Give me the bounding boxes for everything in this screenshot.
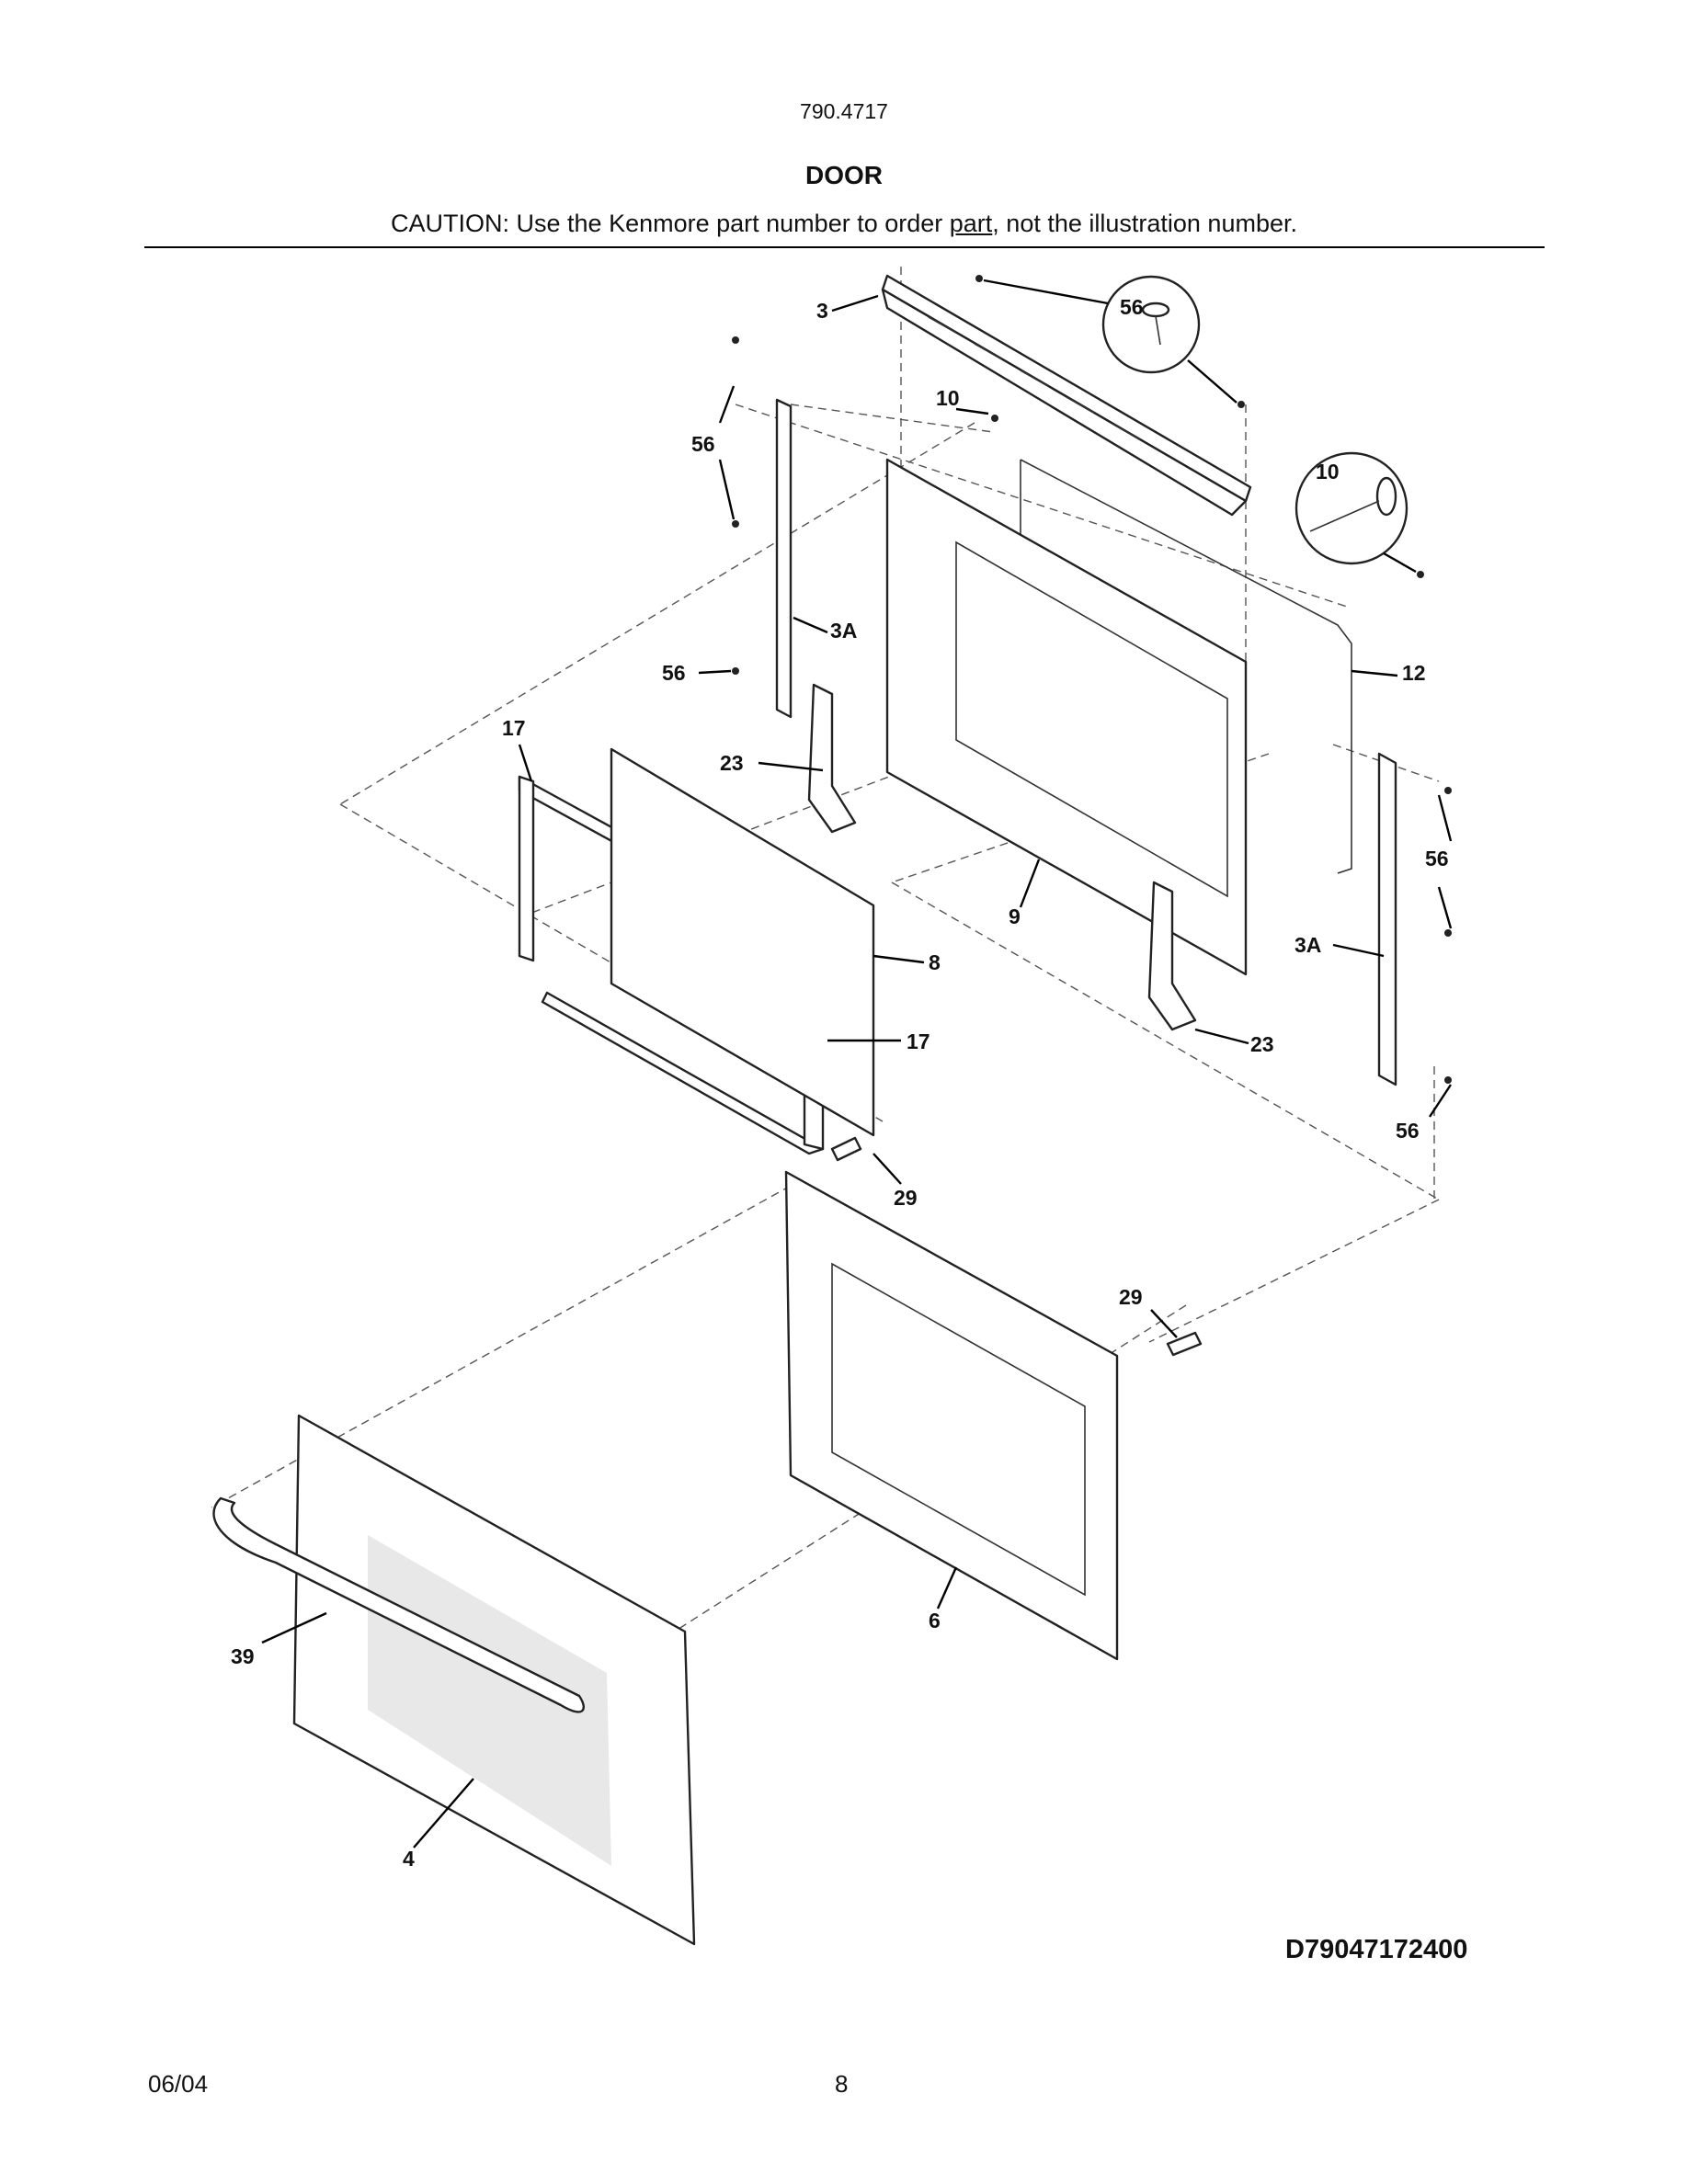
page-number: 8: [835, 2070, 849, 2098]
panel-window-shading: [368, 1535, 611, 1866]
glass-panel: [610, 747, 875, 1137]
callout-29-top: 29: [894, 1186, 918, 1210]
callout-17-bottom: 17: [907, 1029, 930, 1053]
pin-top: [830, 1136, 862, 1162]
top-trim-part: [881, 274, 1252, 517]
callout-56-left-top: 56: [691, 432, 715, 456]
left-side-trim: [775, 398, 793, 719]
caution-underlined-word: part: [949, 210, 993, 237]
inner-door-liner: [885, 458, 1248, 976]
caution-prefix: CAUTION: Use the Kenmore part number to …: [391, 210, 950, 237]
callout-8: 8: [929, 950, 941, 974]
revision-date: 06/04: [148, 2070, 209, 2098]
left-hinge: [807, 683, 857, 834]
caution-suffix: , not the illustration number.: [992, 210, 1297, 237]
callout-12: 12: [1402, 661, 1426, 685]
callout-56-right-top: 56: [1425, 847, 1449, 870]
callout-10-top: 10: [936, 386, 960, 410]
door-handle: [212, 1496, 585, 1713]
drawing-id: D79047172400: [1285, 1935, 1468, 1964]
callout-56-detail: 56: [1120, 295, 1144, 319]
leader-lines: [261, 279, 1453, 1848]
callout-10-detail: 10: [1316, 460, 1340, 483]
screw-detail-circle: [1101, 275, 1201, 374]
pin-right: [1166, 1331, 1203, 1357]
caution-note: CAUTION: Use the Kenmore part number to …: [0, 210, 1688, 238]
right-side-trim: [1377, 752, 1397, 1086]
model-number: 790.4717: [800, 99, 888, 123]
callout-56-left-mid: 56: [662, 661, 686, 685]
callout-labels: 3 56 10 10 56 3A 56 17 23 12 56 3A 9 8 1…: [231, 295, 1449, 1871]
callout-3: 3: [816, 299, 828, 323]
callout-29-right: 29: [1119, 1285, 1143, 1309]
callout-39: 39: [231, 1644, 255, 1668]
callout-23-left: 23: [720, 751, 744, 775]
callout-3A-right: 3A: [1295, 933, 1321, 957]
outer-door-panel: [292, 1414, 696, 1946]
callout-56-right-bottom: 56: [1396, 1119, 1420, 1143]
page-title: DOOR: [805, 161, 883, 189]
callout-3A-left: 3A: [830, 619, 857, 643]
pin-detail-circle: [1295, 451, 1409, 565]
right-hinge: [1147, 881, 1197, 1031]
callout-9: 9: [1009, 904, 1021, 928]
callout-17-top: 17: [502, 716, 526, 740]
outer-door-frame: [784, 1170, 1119, 1661]
screws: [732, 275, 1452, 1084]
callout-6: 6: [929, 1609, 941, 1632]
header-divider: [144, 246, 1545, 248]
callout-23-right: 23: [1250, 1032, 1274, 1056]
callout-4: 4: [403, 1847, 415, 1871]
